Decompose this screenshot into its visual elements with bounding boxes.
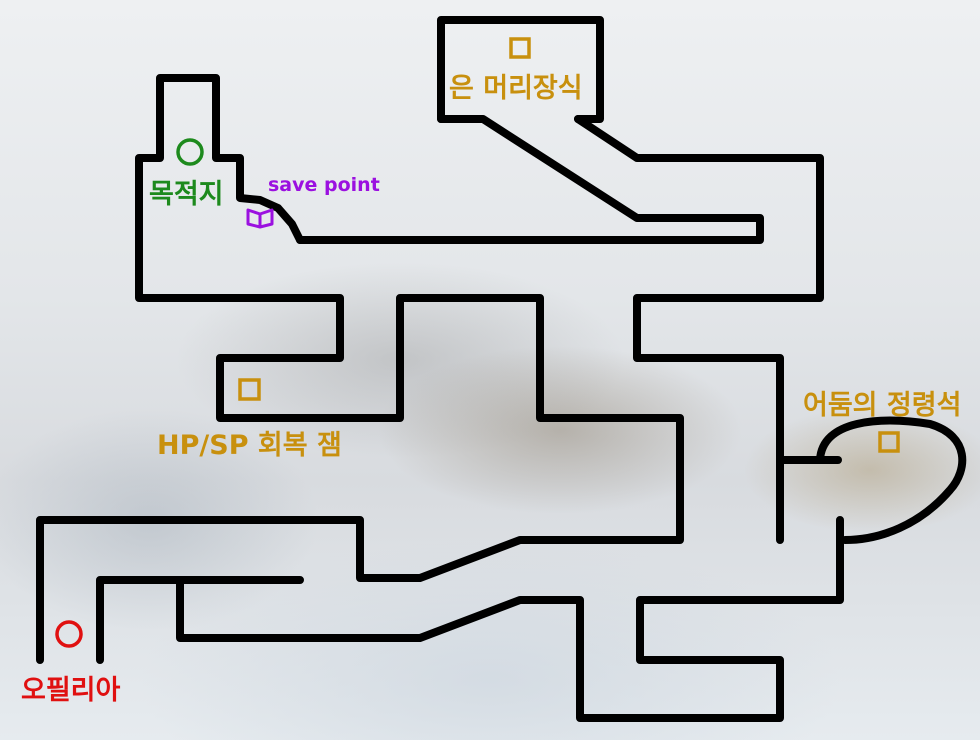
map-wall bbox=[96, 576, 304, 664]
label-silver-hairpin: 은 머리장식 bbox=[449, 73, 583, 104]
map-wall bbox=[176, 516, 844, 722]
label-save-point: save point bbox=[268, 174, 380, 196]
label-destination: 목적지 bbox=[149, 179, 224, 210]
treasure-square-icon bbox=[509, 37, 531, 59]
label-dark-spirit-stone: 어둠의 정령석 bbox=[803, 390, 962, 421]
treasure-square-icon bbox=[878, 431, 900, 453]
map-wall bbox=[816, 416, 967, 544]
map-wall bbox=[574, 115, 824, 544]
treasure-square-icon bbox=[238, 378, 261, 401]
map-wall bbox=[437, 16, 604, 123]
map-wall bbox=[36, 74, 684, 664]
label-ophilia: 오필리아 bbox=[21, 675, 121, 706]
npc-circle-icon bbox=[55, 620, 83, 648]
label-hp-sp-gem: HP/SP 회복 잼 bbox=[157, 430, 342, 461]
destination-circle-icon bbox=[176, 138, 204, 166]
open-book-icon bbox=[246, 208, 274, 229]
map-wall bbox=[296, 115, 764, 244]
